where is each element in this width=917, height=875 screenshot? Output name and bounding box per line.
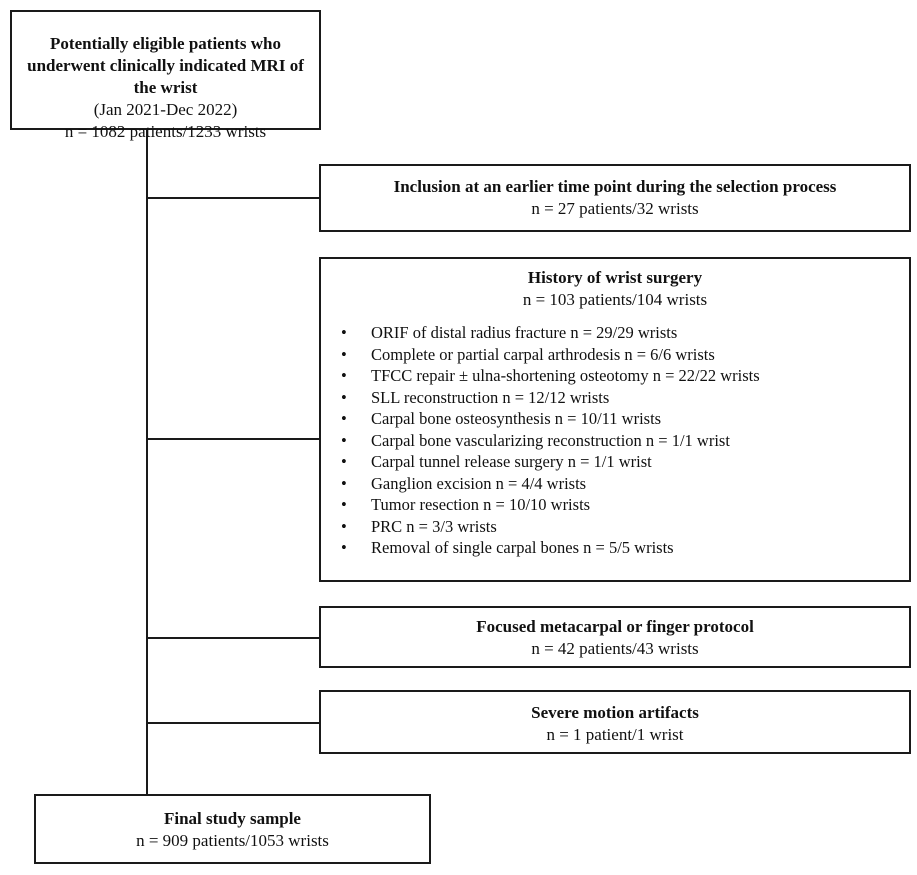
exclusion-box-wrist-surgery: History of wrist surgery n = 103 patient… (319, 257, 911, 582)
exclusion-title: Inclusion at an earlier time point durin… (393, 177, 837, 196)
bullet-icon: • (341, 409, 347, 428)
exclusion-title: Focused metacarpal or finger protocol (476, 617, 754, 636)
bullet-icon: • (341, 452, 347, 471)
list-item: •Ganglion excision n = 4/4 wrists (341, 473, 587, 493)
list-item: •ORIF of distal radius fracture n = 29/2… (341, 323, 678, 342)
list-item: •SLL reconstruction n = 12/12 wrists (341, 387, 610, 407)
bullet-icon: • (341, 344, 347, 364)
list-item: •Carpal bone osteosynthesis n = 10/11 wr… (341, 409, 662, 428)
exclusion-box-focused-protocol: Focused metacarpal or finger protocol n … (319, 606, 911, 668)
bullet-icon: • (341, 387, 347, 407)
bullet-icon: • (341, 473, 347, 493)
connector-exclusion-3 (147, 637, 319, 639)
list-item: •Removal of single carpal bones n = 5/5 … (341, 538, 674, 557)
list-item: •Carpal tunnel release surgery n = 1/1 w… (341, 452, 652, 471)
final-count: n = 909 patients/1053 wrists (136, 831, 329, 850)
exclusion-count: n = 1 patient/1 wrist (546, 725, 684, 744)
exclusion-count: n = 103 patients/104 wrists (522, 290, 708, 309)
exclusion-count: n = 42 patients/43 wrists (531, 639, 699, 658)
bullet-icon: • (341, 430, 347, 450)
start-dates: (Jan 2021-Dec 2022) (93, 100, 238, 119)
connector-exclusion-4 (147, 722, 319, 724)
list-item: •PRC n = 3/3 wrists (341, 516, 497, 536)
list-item: •Complete or partial carpal arthrodesis … (341, 344, 715, 364)
list-item: •Carpal bone vascularizing reconstructio… (341, 430, 730, 450)
start-title: Potentially eligible patients who underw… (27, 34, 304, 97)
exclusion-title: History of wrist surgery (527, 268, 703, 287)
exclusion-box-earlier-inclusion: Inclusion at an earlier time point durin… (319, 164, 911, 232)
start-box: Potentially eligible patients who underw… (10, 10, 321, 141)
exclusion-count: n = 27 patients/32 wrists (531, 199, 699, 218)
list-item: •Tumor resection n = 10/10 wrists (341, 495, 591, 514)
list-item: •TFCC repair ± ulna-shortening osteotomy… (341, 366, 760, 385)
connector-exclusion-2 (147, 438, 319, 440)
connector-exclusion-1 (147, 197, 319, 199)
main-vertical-connector (146, 128, 148, 796)
surgery-list: •ORIF of distal radius fracture n = 29/2… (341, 322, 909, 559)
exclusion-title: Severe motion artifacts (531, 703, 699, 722)
bullet-icon: • (341, 495, 347, 514)
bullet-icon: • (341, 516, 347, 536)
bullet-icon: • (341, 366, 347, 385)
bullet-icon: • (341, 323, 347, 342)
final-sample-box: Final study sample n = 909 patients/1053… (34, 794, 431, 864)
start-count: n = 1082 patients/1233 wrists (64, 122, 267, 141)
final-title: Final study sample (164, 809, 301, 828)
exclusion-box-motion-artifacts: Severe motion artifacts n = 1 patient/1 … (319, 690, 911, 754)
bullet-icon: • (341, 538, 347, 557)
